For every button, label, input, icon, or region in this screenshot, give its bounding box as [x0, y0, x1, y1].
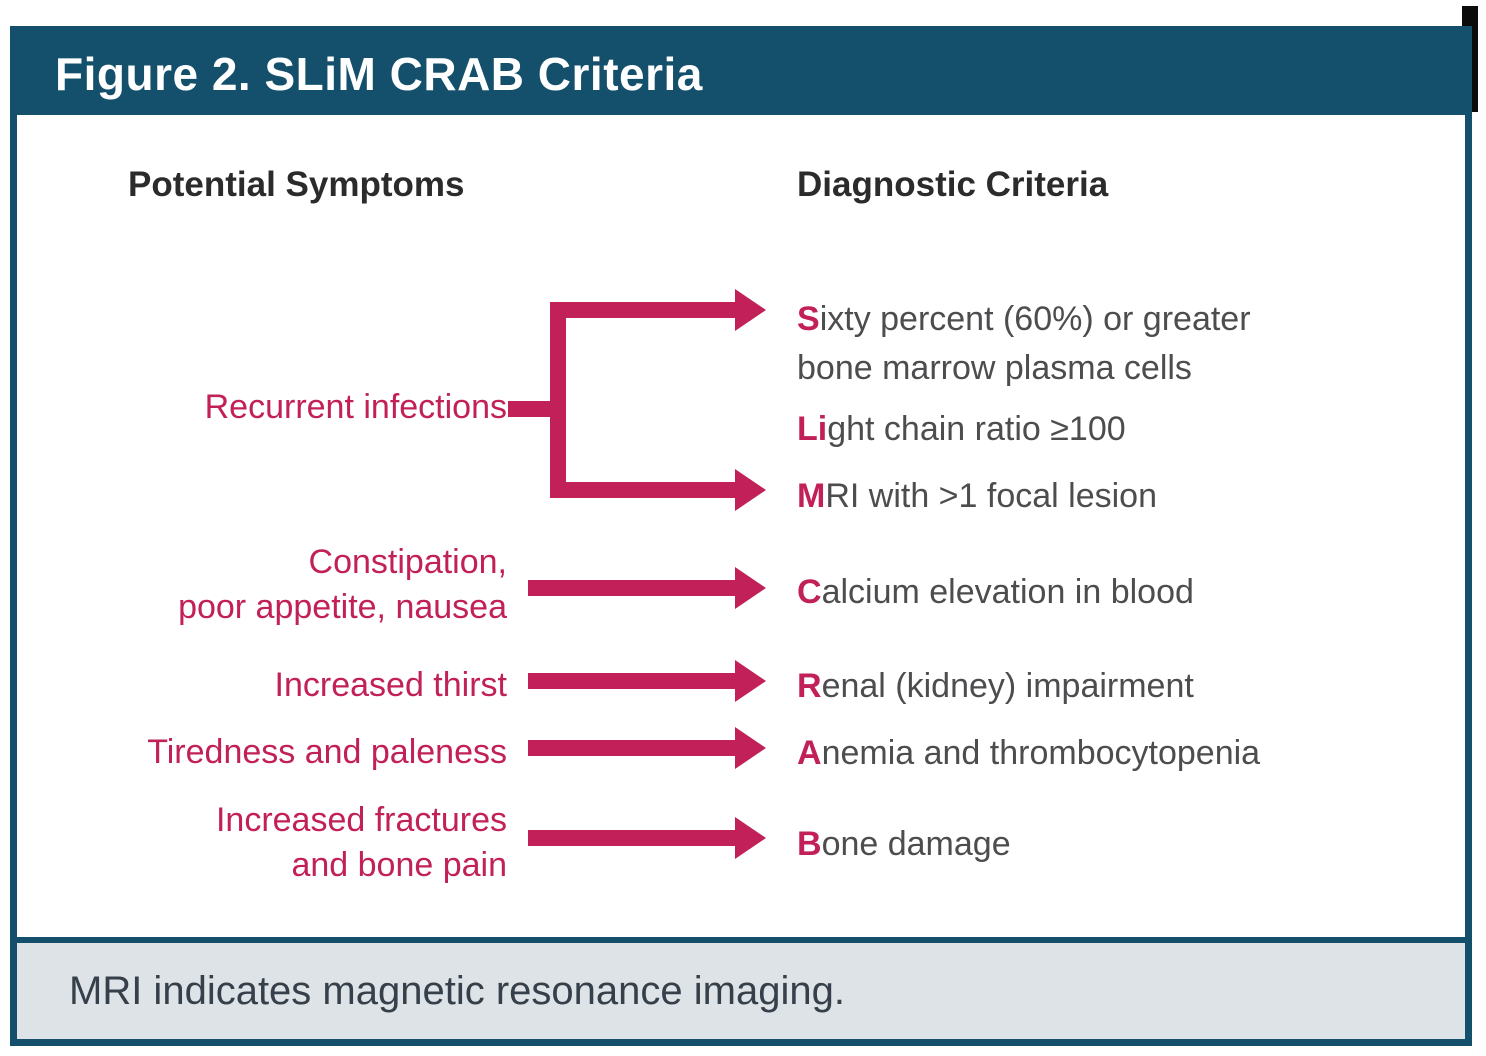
- criterion-a-text: nemia and thrombocytopenia: [821, 734, 1261, 772]
- criterion-b-text: one damage: [821, 825, 1011, 863]
- criterion-bone-damage: Bone damage: [797, 820, 1011, 869]
- symptom-fractures-line1: Increased fractures: [215, 801, 507, 839]
- criterion-s-line2: bone marrow plasma cells: [797, 349, 1192, 387]
- criterion-r-text: enal (kidney) impairment: [821, 667, 1194, 705]
- figure-title: Figure 2. SLiM CRAB Criteria: [55, 48, 703, 100]
- figure-footer: MRI indicates magnetic resonance imaging…: [17, 937, 1465, 1039]
- symptom-fractures-line2: and bone pain: [291, 846, 507, 884]
- column-header-criteria: Diagnostic Criteria: [797, 165, 1109, 204]
- criterion-li-text: ght chain ratio ≥100: [827, 410, 1126, 448]
- criterion-s-text: ixty percent (60%) or greater: [819, 300, 1251, 338]
- criterion-c-text: alcium elevation in blood: [821, 573, 1194, 611]
- arrow-to-mri: [550, 482, 735, 498]
- criterion-li-letters: Li: [797, 410, 828, 448]
- criterion-s-letter: S: [797, 300, 820, 338]
- criterion-sixty-percent: Sixty percent (60%) or greater bone marr…: [797, 295, 1251, 393]
- arrow-to-renal: [528, 673, 735, 689]
- symptom-fractures: Increased fractures and bone pain: [17, 798, 507, 888]
- figure-body: Potential Symptoms Diagnostic Criteria R…: [17, 115, 1465, 937]
- criterion-b-letter: B: [797, 825, 822, 863]
- criterion-light-chain: Light chain ratio ≥100: [797, 405, 1126, 454]
- figure-panel: Figure 2. SLiM CRAB Criteria Potential S…: [10, 26, 1472, 1046]
- figure-header: Figure 2. SLiM CRAB Criteria: [17, 33, 1465, 115]
- column-header-symptoms: Potential Symptoms: [128, 165, 465, 204]
- criterion-mri: MRI with >1 focal lesion: [797, 472, 1157, 521]
- criterion-a-letter: A: [797, 734, 822, 772]
- arrow-to-anemia: [528, 740, 735, 756]
- arrow-to-bone-damage: [528, 830, 735, 846]
- symptom-tiredness-paleness: Tiredness and paleness: [147, 733, 507, 771]
- footer-note: MRI indicates magnetic resonance imaging…: [69, 968, 845, 1013]
- symptom-recurrent-infections: Recurrent infections: [204, 388, 507, 426]
- criterion-renal: Renal (kidney) impairment: [797, 662, 1194, 711]
- criterion-m-text: RI with >1 focal lesion: [825, 477, 1157, 515]
- connector-vertical-line: [550, 302, 566, 498]
- criterion-c-letter: C: [797, 573, 822, 611]
- criterion-m-letter: M: [797, 477, 826, 515]
- criterion-calcium: Calcium elevation in blood: [797, 568, 1194, 617]
- arrow-to-calcium: [528, 580, 735, 596]
- symptom-constipation-line1: Constipation,: [308, 543, 507, 581]
- symptom-constipation-line2: poor appetite, nausea: [178, 588, 507, 626]
- arrow-to-sixty-percent: [550, 302, 735, 318]
- criterion-anemia: Anemia and thrombocytopenia: [797, 729, 1260, 778]
- symptom-constipation: Constipation, poor appetite, nausea: [17, 540, 507, 630]
- symptom-increased-thirst: Increased thirst: [274, 666, 507, 704]
- criterion-r-letter: R: [797, 667, 822, 705]
